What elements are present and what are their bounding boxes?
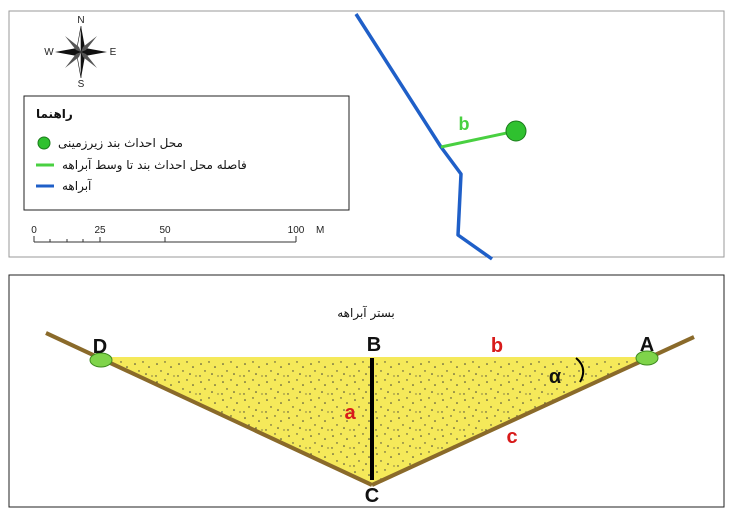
legend-point-symbol (37, 136, 51, 150)
point-a-marker (635, 350, 659, 366)
legend-item-distance-label: فاصله محل احداث بند تا وسط آبراهه (62, 157, 247, 173)
section-title: بستر آبراهه (337, 305, 395, 321)
scale-unit: M (316, 225, 324, 236)
stream-line (354, 13, 494, 261)
angle-alpha-arc (575, 357, 585, 383)
legend-item-stream-label: آبراهه (62, 178, 92, 194)
scale-tick-100: 100 (288, 225, 305, 236)
angle-alpha-label: α (549, 366, 562, 388)
scale-tick-25: 25 (94, 225, 106, 236)
point-d-marker (89, 352, 113, 368)
compass-s-label: S (78, 79, 85, 90)
compass-n-label: N (77, 15, 84, 26)
scale-tick-50: 50 (159, 225, 171, 236)
legend-item-site-label: محل احداث بند زیرزمینی (58, 136, 183, 151)
point-label-c: C (365, 485, 379, 507)
segment-label-b: b (491, 335, 503, 357)
point-label-a: A (640, 334, 654, 356)
legend-frame (23, 95, 350, 211)
point-label-d: D (93, 336, 107, 358)
legend: راهنما محل احداث بند زیرزمینی فاصله محل … (23, 95, 350, 211)
scale-bar: 0 25 50 100 M (31, 225, 324, 243)
scale-tick-0: 0 (31, 225, 37, 236)
distance-label-b: b (459, 114, 470, 134)
point-label-b: B (367, 334, 381, 356)
compass-w-label: W (44, 47, 54, 58)
segment-label-c: c (506, 426, 517, 448)
compass-rose-icon: N S E W (44, 15, 116, 90)
dam-site-point (505, 120, 527, 142)
segment-label-a: a (344, 402, 356, 424)
distance-line-b (440, 129, 517, 149)
compass-e-label: E (110, 47, 117, 58)
legend-title: راهنما (36, 107, 73, 121)
